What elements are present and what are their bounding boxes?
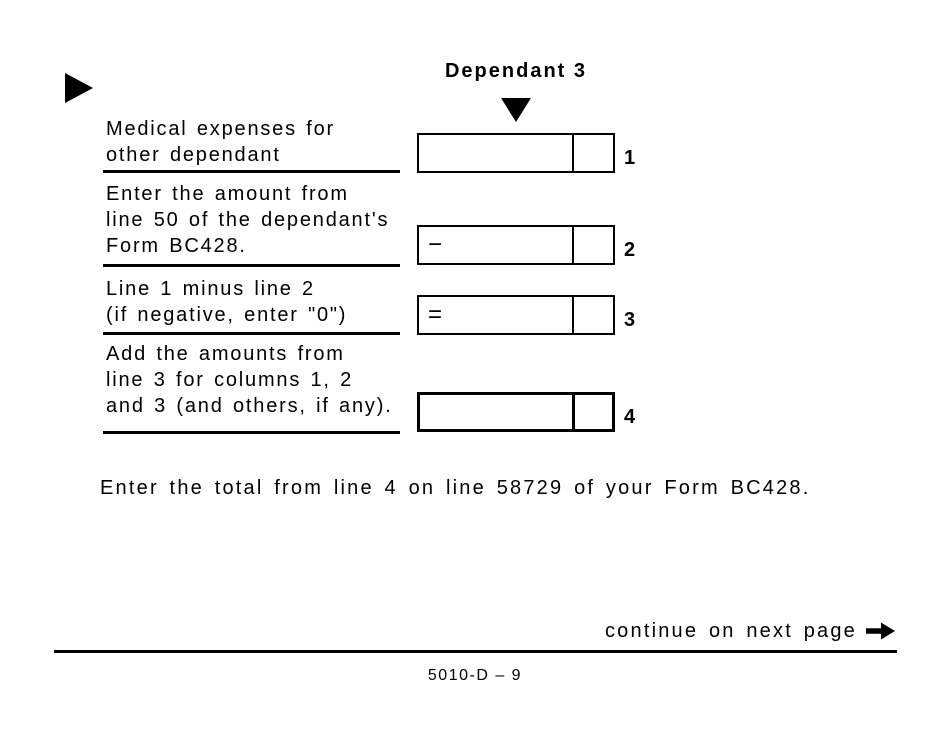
section-marker-icon	[65, 73, 93, 103]
row-4-line-number: 4	[624, 406, 636, 428]
minus-operator: −	[428, 231, 443, 258]
row-3-underline	[103, 332, 400, 335]
row-2-line-number: 2	[624, 239, 636, 261]
equals-operator: =	[428, 301, 443, 328]
continue-arrow-icon	[866, 622, 895, 640]
row-4-underline	[103, 431, 400, 434]
footer-divider	[54, 650, 897, 653]
row-3-label: Line 1 minus line 2 (if negative, enter …	[106, 278, 348, 326]
column-pointer-down-icon	[501, 98, 531, 122]
row-4-amount-cell	[420, 395, 572, 429]
row-1-amount-cell	[419, 135, 572, 171]
row-4-total-box	[417, 392, 615, 432]
row-2-amount-input[interactable]	[442, 234, 572, 256]
row-1-amount-input[interactable]	[419, 142, 572, 164]
row-1-label: Medical expenses for other dependant	[106, 118, 335, 166]
continue-strip: continue on next page	[605, 618, 895, 644]
row-2-cents-cell	[572, 227, 613, 263]
total-instruction-note: Enter the total from line 4 on line 5872…	[100, 477, 811, 499]
row-3-line-number: 3	[624, 309, 636, 331]
row-3-amount-box: =	[417, 295, 615, 335]
row-2-underline	[103, 264, 400, 267]
row-2-cents-input[interactable]	[574, 234, 613, 256]
page-number: 5010-D – 9	[427, 667, 523, 684]
row-3-cents-input[interactable]	[574, 304, 613, 326]
row-4-cents-cell	[572, 395, 612, 429]
row-4-cents-input[interactable]	[575, 401, 612, 423]
continue-text: continue on next page	[604, 620, 857, 642]
row-4-label: Add the amounts from line 3 for columns …	[106, 343, 393, 417]
row-1-amount-box	[417, 133, 615, 173]
row-3-cents-cell	[572, 297, 613, 333]
row-2-label: Enter the amount from line 50 of the dep…	[106, 183, 390, 257]
column-header-dependant-3: Dependant 3	[444, 60, 588, 82]
row-2-amount-box: −	[417, 225, 615, 265]
row-3-amount-input[interactable]	[442, 304, 572, 326]
row-1-line-number: 1	[624, 147, 636, 169]
row-3-amount-cell: =	[419, 297, 572, 333]
row-1-cents-cell	[572, 135, 613, 171]
row-4-amount-input[interactable]	[420, 401, 572, 423]
row-1-cents-input[interactable]	[574, 142, 613, 164]
row-1-underline	[103, 170, 400, 173]
row-2-amount-cell: −	[419, 227, 572, 263]
